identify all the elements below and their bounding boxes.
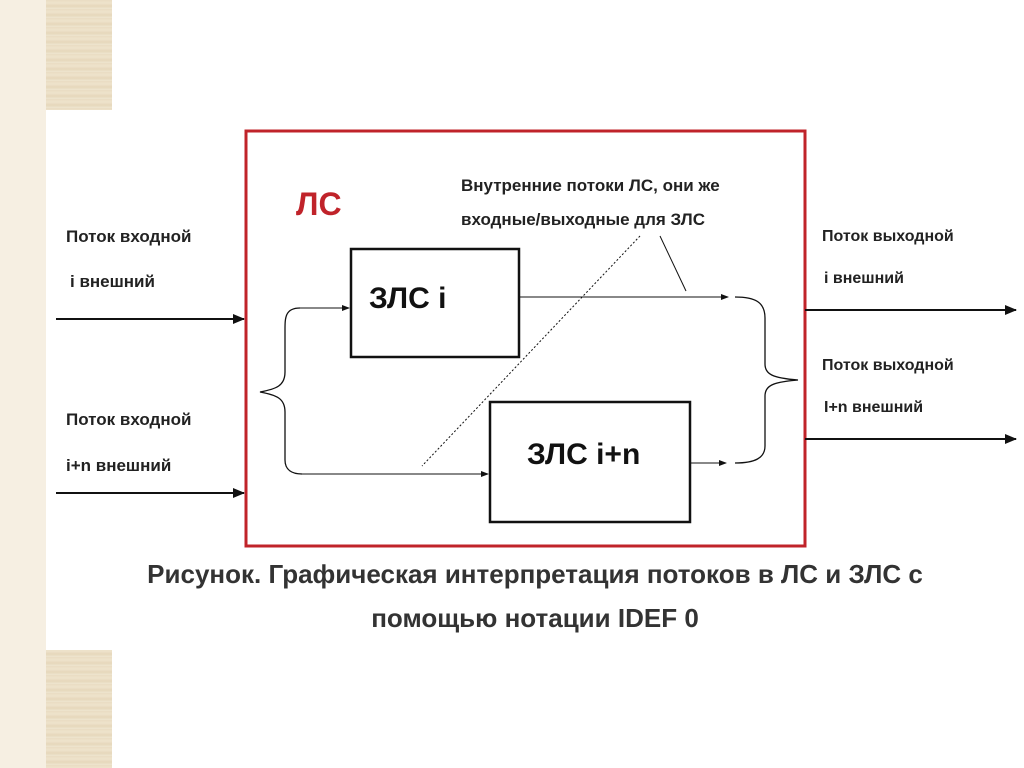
outer-block-label: ЛС xyxy=(296,186,342,222)
caption-line1: Рисунок. Графическая интерпретация поток… xyxy=(147,559,923,589)
internal-note-line1: Внутренние потоки ЛС, они же xyxy=(461,176,720,195)
output-bottom-label-line2: I+n внешний xyxy=(824,399,924,416)
block-zls-i-label: ЗЛС i xyxy=(369,282,447,315)
output-bottom-label-line1: Поток выходной xyxy=(822,357,954,374)
input-bottom-label-line1: Поток входной xyxy=(66,410,192,429)
note-dotted-line xyxy=(421,235,641,467)
content-panel xyxy=(46,110,1024,650)
input-top-label-line2: i внешний xyxy=(70,272,155,291)
caption-line2: помощью нотации IDEF 0 xyxy=(371,603,699,633)
input-bottom-label-line2: i+n внешний xyxy=(66,456,172,475)
block-zls-i xyxy=(349,247,521,359)
figure-caption: Рисунок. Графическая интерпретация поток… xyxy=(46,552,1024,640)
outer-block-ls xyxy=(244,129,807,548)
input-top-label-line1: Поток входной xyxy=(66,227,192,246)
block-zls-i-n xyxy=(488,400,692,524)
output-top-label-line1: Поток выходной xyxy=(822,228,954,245)
internal-note-line2: входные/выходные для ЗЛС xyxy=(461,210,705,229)
note-pointer-line xyxy=(659,235,687,292)
block-zls-i-n-label: ЗЛС i+n xyxy=(527,438,641,471)
decorative-band-edge xyxy=(0,0,46,768)
left-brace xyxy=(259,307,303,475)
output-top-label-line2: i внешний xyxy=(824,270,904,287)
right-brace xyxy=(734,296,799,464)
